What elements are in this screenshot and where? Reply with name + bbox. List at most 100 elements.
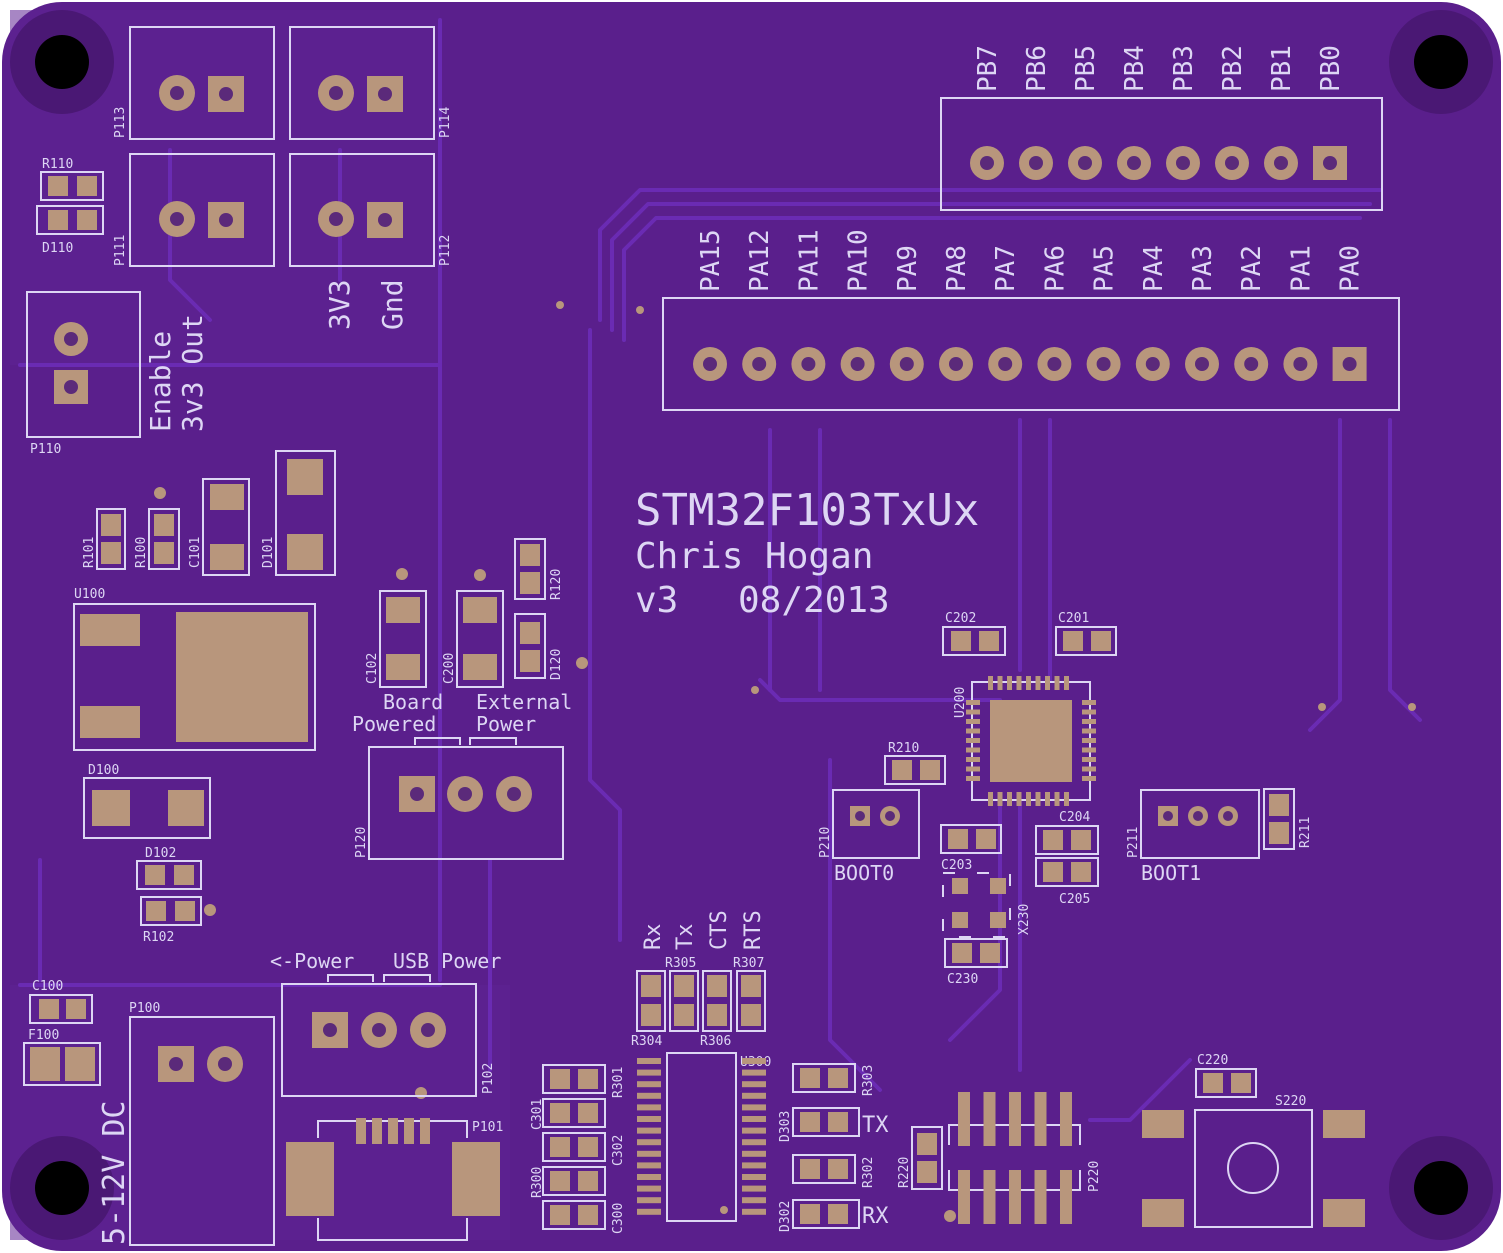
- u200-pad: [1082, 719, 1096, 724]
- header-pa-pin-label: PA2: [1237, 245, 1267, 292]
- header-pa-pin-hole: [1342, 357, 1357, 371]
- label-cts: CTS: [707, 910, 732, 950]
- refdes-c205: C205: [1059, 892, 1090, 907]
- capacitor-c205: [1035, 857, 1099, 887]
- resistor-r110: [40, 171, 104, 201]
- label-usb-power: USB Power: [393, 949, 501, 973]
- capacitor-c100: [29, 994, 93, 1024]
- refdes-c203: C203: [941, 858, 972, 873]
- refdes-p211: P211: [1126, 827, 1141, 858]
- capacitor-c200: [456, 590, 504, 688]
- jumper-p211: [1140, 789, 1260, 859]
- u200-pad: [1026, 792, 1031, 806]
- led-d110: [36, 205, 104, 235]
- u300-pad: [742, 1092, 766, 1099]
- passives-c300-r301: [542, 1064, 606, 1230]
- refdes-p220: P220: [1087, 1161, 1102, 1192]
- refdes-r101: R101: [82, 537, 97, 568]
- header-pa-pin-hole: [1145, 357, 1160, 371]
- u200-pad: [966, 700, 980, 705]
- refdes-r100: R100: [134, 537, 149, 568]
- ic-u300: [637, 1052, 766, 1222]
- p220-pad: [983, 1092, 996, 1146]
- p220-pad: [1009, 1092, 1021, 1146]
- capacitor-c102: [379, 590, 427, 688]
- bracket-external: [469, 737, 517, 745]
- u200-pad: [1026, 676, 1031, 690]
- header-pa-pin-hole: [998, 357, 1013, 371]
- refdes-r303: R303: [861, 1065, 876, 1096]
- u300-pad: [742, 1197, 766, 1204]
- label-tx-led: TX: [862, 1113, 889, 1138]
- u200-pad: [988, 676, 993, 690]
- u300-pad: [742, 1058, 766, 1064]
- header-pa-pin-hole: [1244, 357, 1259, 371]
- resistor-array-r304-r307: [636, 970, 766, 1032]
- jumper-p102: [281, 983, 477, 1097]
- u300-pad: [637, 1150, 661, 1157]
- u200-pad: [1007, 676, 1012, 690]
- refdes-p114: P114: [438, 107, 453, 138]
- header-pb-pin-hole: [980, 156, 994, 170]
- refdes-p102: P102: [481, 1063, 496, 1094]
- author-text: Chris Hogan: [635, 536, 873, 577]
- refdes-p100: P100: [129, 1001, 160, 1016]
- header-pb-pin-hole: [1176, 156, 1190, 170]
- refdes-c301: C301: [530, 1099, 545, 1130]
- refdes-c230: C230: [947, 972, 978, 987]
- u300-pad: [742, 1174, 766, 1180]
- header-pa-pin-label: PA0: [1336, 245, 1366, 292]
- u200-pad: [988, 792, 993, 806]
- diode-d101: [275, 450, 336, 576]
- refdes-c201: C201: [1058, 611, 1089, 626]
- header-pb: [940, 97, 1383, 211]
- led-d120: [514, 613, 546, 679]
- u300-pad: [637, 1116, 661, 1122]
- header-pa-pin-hole: [752, 357, 767, 371]
- header-pa-pin-hole: [899, 357, 914, 371]
- refdes-r211: R211: [1298, 817, 1313, 848]
- u200-pad: [1016, 792, 1022, 806]
- refdes-d100: D100: [88, 763, 119, 778]
- u300-pad: [637, 1104, 661, 1111]
- u200-pad: [1082, 766, 1096, 772]
- refdes-r110: R110: [42, 157, 73, 172]
- usb-connector-p101: [286, 1118, 500, 1241]
- chip-title: STM32F103TxUx: [635, 485, 979, 536]
- label-3v3: 3V3: [323, 279, 356, 330]
- header-pb-pin-hole: [1225, 156, 1239, 170]
- capacitor-c201: [1055, 626, 1117, 656]
- diode-d100: [83, 777, 211, 839]
- passives-tx-rx-leds: [792, 1063, 860, 1229]
- u200-pad: [966, 719, 980, 724]
- capacitor-c101: [202, 478, 250, 576]
- header-p220: [948, 1092, 1081, 1224]
- u200-pad: [1082, 728, 1096, 734]
- resistor-r210: [884, 755, 946, 785]
- p220-pad: [958, 1170, 970, 1224]
- header-pb-pin-hole: [1323, 156, 1337, 170]
- u200-pad: [1064, 676, 1069, 690]
- refdes-c202: C202: [945, 611, 976, 626]
- connector-p114: [289, 26, 435, 140]
- header-pb-pin-label: PB1: [1267, 45, 1297, 92]
- header-pa-pin-label: PA4: [1139, 245, 1169, 292]
- header-pa-pin-label: PA9: [893, 245, 923, 292]
- resistor-r100: [148, 508, 180, 570]
- u300-pad: [742, 1185, 766, 1192]
- header-pb-pin-label: PB0: [1316, 45, 1346, 92]
- header-pb-pin-label: PB3: [1169, 45, 1199, 92]
- refdes-c300: C300: [611, 1203, 626, 1234]
- u300-pad: [742, 1081, 766, 1088]
- header-pb-pin-label: PB4: [1120, 45, 1150, 92]
- header-pa-pins: [693, 347, 1367, 381]
- led-d102: [136, 860, 202, 890]
- u200-pad: [1064, 792, 1069, 806]
- label-rx-led: RX: [862, 1204, 889, 1229]
- connector-p111: [129, 153, 275, 267]
- header-pa-pin-hole: [801, 357, 816, 371]
- refdes-p112: P112: [438, 235, 453, 266]
- u300-pad: [742, 1127, 766, 1134]
- u200-pad: [1082, 747, 1096, 753]
